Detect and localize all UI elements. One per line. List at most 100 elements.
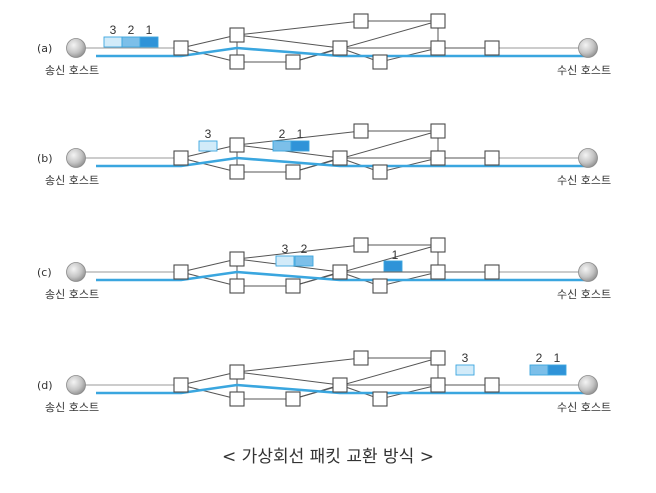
packet-number: 2 (301, 242, 308, 256)
switch-node (353, 350, 369, 366)
switch-node (229, 278, 245, 294)
network-link (236, 34, 341, 49)
packet-1 (139, 36, 159, 48)
sender-host-label: 송신 호스트 (45, 174, 99, 187)
switch-node (430, 377, 446, 393)
packet-number: 1 (392, 248, 399, 262)
switch-node (430, 237, 446, 253)
virtual-circuit-path (96, 383, 588, 395)
switch-node (430, 150, 446, 166)
packet-3 (198, 140, 218, 152)
panel-tag: (c) (37, 266, 52, 279)
switch-node (229, 164, 245, 180)
receiver-host-icon (578, 375, 598, 395)
receiver-host-label: 수신 호스트 (557, 174, 611, 187)
switch-node (332, 150, 348, 166)
panel-tag: (b) (37, 152, 53, 165)
network-link (180, 47, 238, 63)
switch-node (173, 377, 189, 393)
sender-host-icon (66, 375, 86, 395)
packet-number: 1 (146, 23, 153, 37)
switch-node (353, 13, 369, 29)
packet-1 (547, 364, 567, 376)
switch-node (285, 391, 301, 407)
receiver-host-label: 수신 호스트 (557, 64, 611, 77)
switch-node (173, 264, 189, 280)
switch-node (332, 40, 348, 56)
switch-node (372, 278, 388, 294)
network-link (180, 157, 238, 173)
packet-number: 3 (462, 351, 469, 365)
sender-host-label: 송신 호스트 (45, 64, 99, 77)
virtual-circuit-path (96, 156, 588, 168)
packet-1 (290, 140, 310, 152)
switch-node (229, 27, 245, 43)
receiver-host-icon (578, 38, 598, 58)
packet-number: 1 (554, 351, 561, 365)
switch-node (484, 377, 500, 393)
switch-node (229, 251, 245, 267)
switch-node (484, 40, 500, 56)
network-link (180, 384, 238, 400)
packet-number: 1 (297, 127, 304, 141)
switch-node (332, 377, 348, 393)
switch-node (332, 264, 348, 280)
packet-2 (121, 36, 141, 48)
packet-number: 3 (282, 242, 289, 256)
switch-node (430, 123, 446, 139)
network-link (236, 144, 341, 159)
diagram-caption: < 가상회선 패킷 교환 방식 > (222, 447, 434, 467)
receiver-host-label: 수신 호스트 (557, 288, 611, 301)
virtual-circuit-path (96, 270, 588, 282)
packet-2 (272, 140, 292, 152)
switch-node (484, 264, 500, 280)
receiver-host-label: 수신 호스트 (557, 401, 611, 414)
packet-3 (275, 255, 295, 267)
switch-node (229, 364, 245, 380)
switch-node (372, 54, 388, 70)
panel-tag: (a) (37, 42, 52, 55)
switch-node (430, 40, 446, 56)
packet-number: 3 (205, 127, 212, 141)
sender-host-icon (66, 148, 86, 168)
switch-node (430, 264, 446, 280)
switch-node (285, 278, 301, 294)
packet-2 (529, 364, 549, 376)
switch-node (285, 164, 301, 180)
panel-tag: (d) (37, 379, 53, 392)
packet-2 (294, 255, 314, 267)
sender-host-icon (66, 262, 86, 282)
packet-3 (455, 364, 475, 376)
sender-host-label: 송신 호스트 (45, 401, 99, 414)
network-link (180, 34, 238, 49)
network-link (180, 271, 238, 287)
network-link (180, 144, 238, 159)
sender-host-label: 송신 호스트 (45, 288, 99, 301)
network-link (180, 371, 238, 386)
switch-node (229, 54, 245, 70)
packet-number: 3 (110, 23, 117, 37)
switch-node (173, 150, 189, 166)
network-link (236, 244, 362, 260)
network-link (180, 258, 238, 273)
switch-node (372, 391, 388, 407)
switch-node (229, 391, 245, 407)
packet-number: 2 (536, 351, 543, 365)
receiver-host-icon (578, 262, 598, 282)
packet-3 (103, 36, 123, 48)
packet-number: 2 (279, 127, 286, 141)
network-link (236, 130, 362, 146)
network-link (236, 357, 362, 373)
packet-number: 2 (128, 23, 135, 37)
switch-node (173, 40, 189, 56)
switch-node (484, 150, 500, 166)
receiver-host-icon (578, 148, 598, 168)
switch-node (229, 137, 245, 153)
switch-node (430, 13, 446, 29)
switch-node (372, 164, 388, 180)
